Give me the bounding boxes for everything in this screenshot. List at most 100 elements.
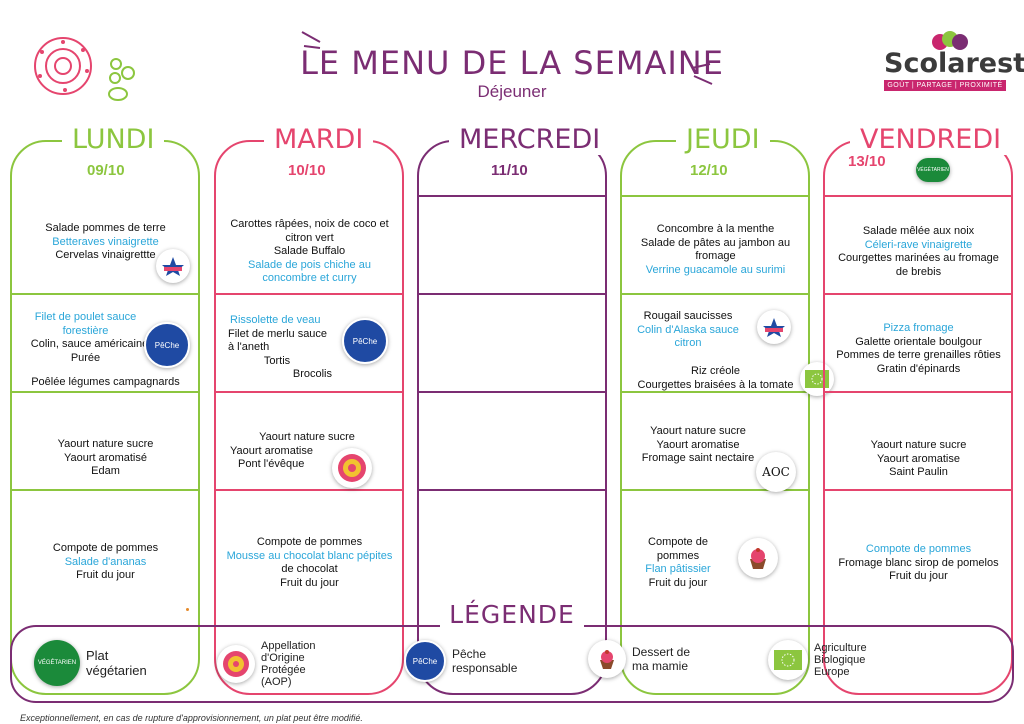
menu-item: Fromage saint nectaire — [641, 452, 755, 464]
menu-item: Brocolis — [292, 368, 332, 380]
day-column-vendredi — [823, 140, 1013, 695]
menu-item: Betteraves vinaigrette — [52, 235, 159, 248]
menu-item: Fromage blanc sirop de pomelos — [838, 556, 999, 569]
menu-plat: Pizza fromage Galette orientale boulgour… — [831, 322, 1006, 376]
legend-label: Pêche responsable — [452, 647, 518, 675]
menu-item: Yaourt aromatise — [656, 438, 740, 451]
menu-item: Courgettes braisées à la tomate — [637, 378, 794, 391]
menu-accompagnement: Riz créole Courgettes braisées à la toma… — [628, 365, 803, 392]
section-divider — [823, 489, 1013, 491]
menu-laitage: Yaourt nature sucre Yaourt aromatisé Eda… — [18, 438, 193, 479]
title-spark-left — [301, 31, 321, 49]
agriculture-bio-icon — [768, 640, 808, 680]
dessert-mamie-icon — [738, 538, 778, 578]
day-date: 09/10 — [87, 162, 125, 179]
day-name: VENDREDI — [850, 125, 1012, 155]
legend-title: LÉGENDE — [440, 600, 584, 629]
section-divider — [10, 489, 200, 491]
aop-icon — [332, 448, 372, 488]
section-divider — [214, 489, 404, 491]
menu-item: Compote de pommes — [648, 536, 708, 562]
section-divider — [417, 391, 607, 393]
menu-item: Tortis — [263, 354, 291, 367]
day-date: 12/10 — [690, 162, 728, 179]
menu-item: Salade d'ananas — [64, 555, 147, 568]
legend-item: Agriculture Biologique Europe — [768, 640, 884, 680]
menu-laitage: Yaourt nature sucre Yaourt aromatise Sai… — [831, 439, 1006, 480]
menu-item: Fruit du jour — [280, 576, 339, 589]
menu-item: Edam — [91, 465, 120, 477]
section-divider — [620, 391, 810, 393]
section-divider — [10, 293, 200, 295]
legend-label: Dessert de ma mamie — [632, 645, 691, 673]
brand-tagline: GOÛT | PARTAGE | PROXIMITÉ — [884, 80, 1006, 91]
menu-item: Yaourt aromatise — [877, 452, 960, 465]
menu-item: Flan pâtissier — [645, 563, 711, 575]
section-divider — [417, 293, 607, 295]
day-name: MERCREDI — [449, 125, 611, 155]
menu-item: Salade de pâtes au jambon au fromage — [640, 236, 791, 263]
legend-label: Appellation d'Origine Protégée (AOP) — [261, 640, 316, 688]
menu-item: Compote de pommes — [256, 536, 363, 548]
menu-item: Salade pommes de terre — [45, 222, 166, 234]
menu-item: Pont l'évêque — [238, 458, 305, 470]
menu-item: Yaourt nature sucre — [57, 438, 154, 450]
menu-item: Verrine guacamole au surimi — [645, 263, 786, 276]
day-name: JEUDI — [676, 125, 770, 155]
menu-item: de chocolat — [281, 563, 338, 575]
menu-item: Gratin d'épinards — [876, 362, 961, 375]
menu-laitage: Yaourt nature sucre Yaourt aromatise Pon… — [222, 431, 392, 472]
menu-item: Mousse au chocolat blanc pépites — [226, 549, 393, 562]
menu-plat: Rougail saucisses Colin d'Alaska sauce c… — [628, 310, 748, 351]
legend-label: Plat végétarien — [86, 648, 147, 678]
menu-item: Fruit du jour — [889, 570, 948, 582]
footnote: Exceptionnellement, en cas de rupture d'… — [20, 713, 363, 723]
menu-item: Galette orientale boulgour — [855, 335, 982, 348]
menu-item: Fruit du jour — [648, 576, 708, 589]
menu-dessert: Compote de pommes Fromage blanc sirop de… — [831, 543, 1006, 584]
page-title: LE MENU DE LA SEMAINE — [300, 44, 724, 82]
section-divider — [620, 489, 810, 491]
menu-item: Compote de pommes — [52, 542, 159, 554]
menu-item: Yaourt aromatise — [230, 444, 313, 457]
vegetarien-icon: VÉGÉTARIEN — [916, 158, 950, 182]
decorative-food-icon — [34, 37, 135, 101]
menu-item: Purée — [70, 351, 101, 364]
menu-item: Salade mêlée aux noix — [862, 225, 975, 237]
menu-entree: Concombre à la menthe Salade de pâtes au… — [628, 223, 803, 277]
section-divider — [417, 195, 607, 197]
menu-item: Filet de merlu sauce à l'aneth — [228, 327, 328, 354]
menu-item: Colin d'Alaska sauce citron — [637, 323, 739, 350]
legend-item: VÉGÉTARIEN Plat végétarien — [34, 640, 147, 686]
peche-responsable-icon: PêChe — [404, 640, 446, 682]
menu-plat: Filet de poulet sauce forestière Colin, … — [18, 311, 153, 365]
menu-item: Pizza fromage — [883, 322, 954, 334]
menu-laitage: Yaourt nature sucre Yaourt aromatise Fro… — [628, 425, 768, 466]
day-date: 10/10 — [288, 162, 326, 179]
menu-entree: Salade mêlée aux noix Céleri-rave vinaig… — [831, 225, 1006, 279]
menu-item: Carottes râpées, noix de coco et citron … — [230, 218, 389, 244]
menu-item: Yaourt aromatisé — [64, 451, 147, 464]
menu-dessert: Compote de pommes Mousse au chocolat bla… — [222, 536, 397, 590]
menu-item: Riz créole — [691, 365, 740, 377]
menu-entree: Salade pommes de terre Betteraves vinaig… — [18, 222, 193, 263]
peche-responsable-icon: PêChe — [342, 318, 388, 364]
menu-item: Cervelas vinaigrettte — [55, 249, 156, 261]
menu-item: Pommes de terre grenailles rôties — [836, 349, 1001, 361]
title-spark-right — [691, 63, 713, 85]
page-subtitle: Déjeuner — [477, 82, 547, 101]
peche-label: PêChe — [412, 656, 438, 666]
menu-item: Salade de pois chiche au concombre et cu… — [248, 258, 371, 285]
decorative-dot — [186, 608, 189, 611]
day-name: MARDI — [264, 125, 374, 155]
menu-plat: Rissolette de veau Filet de merlu sauce … — [222, 314, 332, 382]
menu-item: Courgettes marinées au fromage de brebis — [838, 252, 999, 278]
legend-item: Dessert de ma mamie — [588, 640, 696, 678]
section-divider — [417, 489, 607, 491]
day-name: LUNDI — [62, 125, 165, 155]
menu-item: Yaourt nature sucre — [650, 425, 746, 437]
menu-item: Colin, sauce américaine — [30, 338, 149, 350]
section-divider — [214, 293, 404, 295]
label-rouge-icon — [757, 310, 791, 344]
section-divider — [620, 293, 810, 295]
